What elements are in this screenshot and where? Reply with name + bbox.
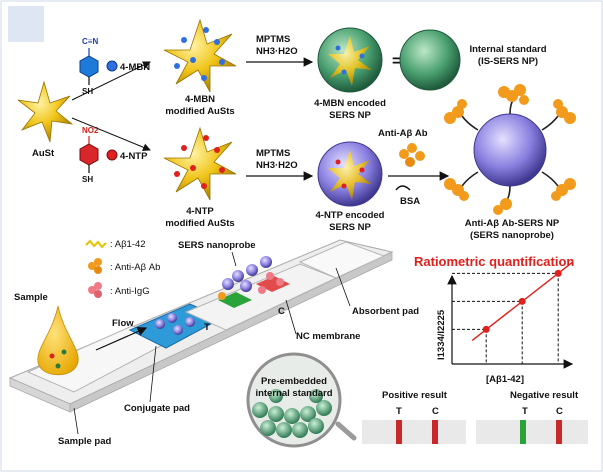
- results: Positive result Negative result T C T C: [362, 390, 588, 444]
- mbn-mod-line2: modified AuSts: [165, 106, 234, 117]
- nh3-1: NH3·H2O: [256, 46, 298, 57]
- chart-ylabel: I1334/I2225: [436, 309, 447, 360]
- sample-droplet: Sample: [14, 292, 79, 376]
- magnifier: Pre-embedded internal standard: [246, 352, 357, 448]
- legend-abeta: : Aβ1-42: [110, 239, 146, 250]
- corner-tab: [8, 6, 44, 42]
- ntp-mod-line1: 4-NTP: [186, 206, 214, 217]
- c-label: C: [278, 306, 285, 317]
- negative-strip: [476, 420, 588, 444]
- legend-anti-igg: : Anti-IgG: [110, 286, 150, 297]
- probe-line1: Anti-Aβ Ab-SERS NP: [465, 218, 560, 229]
- negative-t-line: [520, 420, 526, 444]
- mptms-1: MPTMS: [256, 34, 290, 45]
- ntp-encoded-line2: SERS NP: [329, 222, 371, 233]
- pre-embedded-line1: Pre-embedded: [261, 376, 327, 387]
- probe-line2: (SERS nanoprobe): [470, 230, 554, 241]
- mbn-molecule: C≡N SH 4-MBN: [79, 37, 150, 96]
- ntp-label: 4-NTP: [120, 151, 148, 162]
- negative-result-label: Negative result: [510, 390, 579, 401]
- mbn-mod-line1: 4-MBN: [185, 94, 215, 105]
- lateral-flow-strip: [8, 239, 394, 413]
- is-line2: (IS-SERS NP): [478, 56, 538, 67]
- pos-c: C: [432, 406, 439, 417]
- pre-embedded-line2: internal standard: [255, 388, 332, 399]
- neg-t: T: [522, 406, 528, 417]
- antibody-arrow: Anti-Aβ Ab BSA: [378, 128, 450, 207]
- data-point-1: [482, 325, 490, 333]
- nh3-2: NH3·H2O: [256, 160, 298, 171]
- mbn-encoded-line1: 4-MBN encoded: [314, 98, 386, 109]
- anti-ab-label: Anti-Aβ Ab: [378, 128, 428, 139]
- positive-result-label: Positive result: [382, 390, 448, 401]
- flow-label: Flow: [112, 318, 134, 329]
- neg-c: C: [556, 406, 563, 417]
- equals-sign: =: [392, 53, 401, 70]
- sample-pad-label: Sample pad: [58, 436, 112, 447]
- no2-label: NO2: [82, 126, 99, 135]
- is-sers-np: [399, 29, 461, 91]
- abeta-icon: [85, 239, 107, 249]
- mbn-modified-austar: 4-MBN modified AuSts: [163, 18, 237, 117]
- t-label: T: [204, 322, 210, 333]
- austar-label: AuSt: [32, 148, 55, 159]
- negative-c-line: [556, 420, 562, 444]
- sers-nanoprobe-label: SERS nanoprobe: [178, 240, 256, 251]
- chart-xlabel: [Aβ1-42]: [486, 374, 524, 385]
- ntp-dot: [106, 149, 118, 161]
- ratiometric-chart: I1334/I2225 [Aβ1-42]: [436, 261, 574, 385]
- ntp-encoded-line1: 4-NTP encoded: [316, 210, 385, 221]
- ntp-encoded-np: 4-NTP encoded SERS NP: [316, 141, 385, 233]
- pos-t: T: [396, 406, 402, 417]
- mbn-dot: [106, 60, 118, 72]
- cn-label: C≡N: [82, 37, 98, 46]
- ntp-mod-line2: modified AuSts: [165, 218, 234, 229]
- flow-arrow: Flow: [95, 318, 148, 351]
- ntp-molecule: NO2 SH 4-NTP: [79, 126, 148, 184]
- legend-anti-ab: : Anti-Aβ Ab: [110, 262, 160, 273]
- mbn-label: 4-MBN: [120, 62, 150, 73]
- sers-nanoprobe-large: Anti-Aβ Ab-SERS NP (SERS nanoprobe): [444, 84, 576, 241]
- sh-bottom-label: SH: [82, 175, 93, 184]
- austar-particle: AuSt: [17, 80, 74, 159]
- data-point-3: [554, 269, 562, 277]
- mptms-arrow-bottom: MPTMS NH3·H2O: [246, 148, 314, 181]
- ntp-modified-austar: 4-NTP modified AuSts: [163, 126, 237, 229]
- positive-t-line: [396, 420, 402, 444]
- conjugate-pad-label: Conjugate pad: [124, 403, 190, 414]
- data-point-2: [518, 297, 526, 305]
- mptms-2: MPTMS: [256, 148, 290, 159]
- positive-c-line: [432, 420, 438, 444]
- is-line1: Internal standard: [469, 44, 546, 55]
- sh-top-label: SH: [82, 87, 93, 96]
- ratiometric-title: Ratiometric quantification: [414, 254, 574, 269]
- bsa-label: BSA: [400, 196, 420, 207]
- anti-igg-legend-icon: [88, 282, 102, 298]
- absorbent-pad-label: Absorbent pad: [352, 306, 419, 317]
- sample-label: Sample: [14, 292, 48, 303]
- mbn-encoded-line2: SERS NP: [329, 110, 371, 121]
- strip-nanoprobes: [155, 256, 284, 335]
- legend: : Aβ1-42 : Anti-Aβ Ab : Anti-IgG: [85, 239, 160, 298]
- mbn-encoded-np: 4-MBN encoded SERS NP: [314, 27, 386, 121]
- positive-strip: [362, 420, 466, 444]
- nc-membrane-label: NC membrane: [296, 331, 360, 342]
- mptms-arrow-top: MPTMS NH3·H2O: [246, 34, 314, 67]
- t-line-strip: [218, 292, 252, 308]
- antibody-icon: [399, 143, 425, 167]
- anti-ab-legend-icon: [88, 258, 102, 274]
